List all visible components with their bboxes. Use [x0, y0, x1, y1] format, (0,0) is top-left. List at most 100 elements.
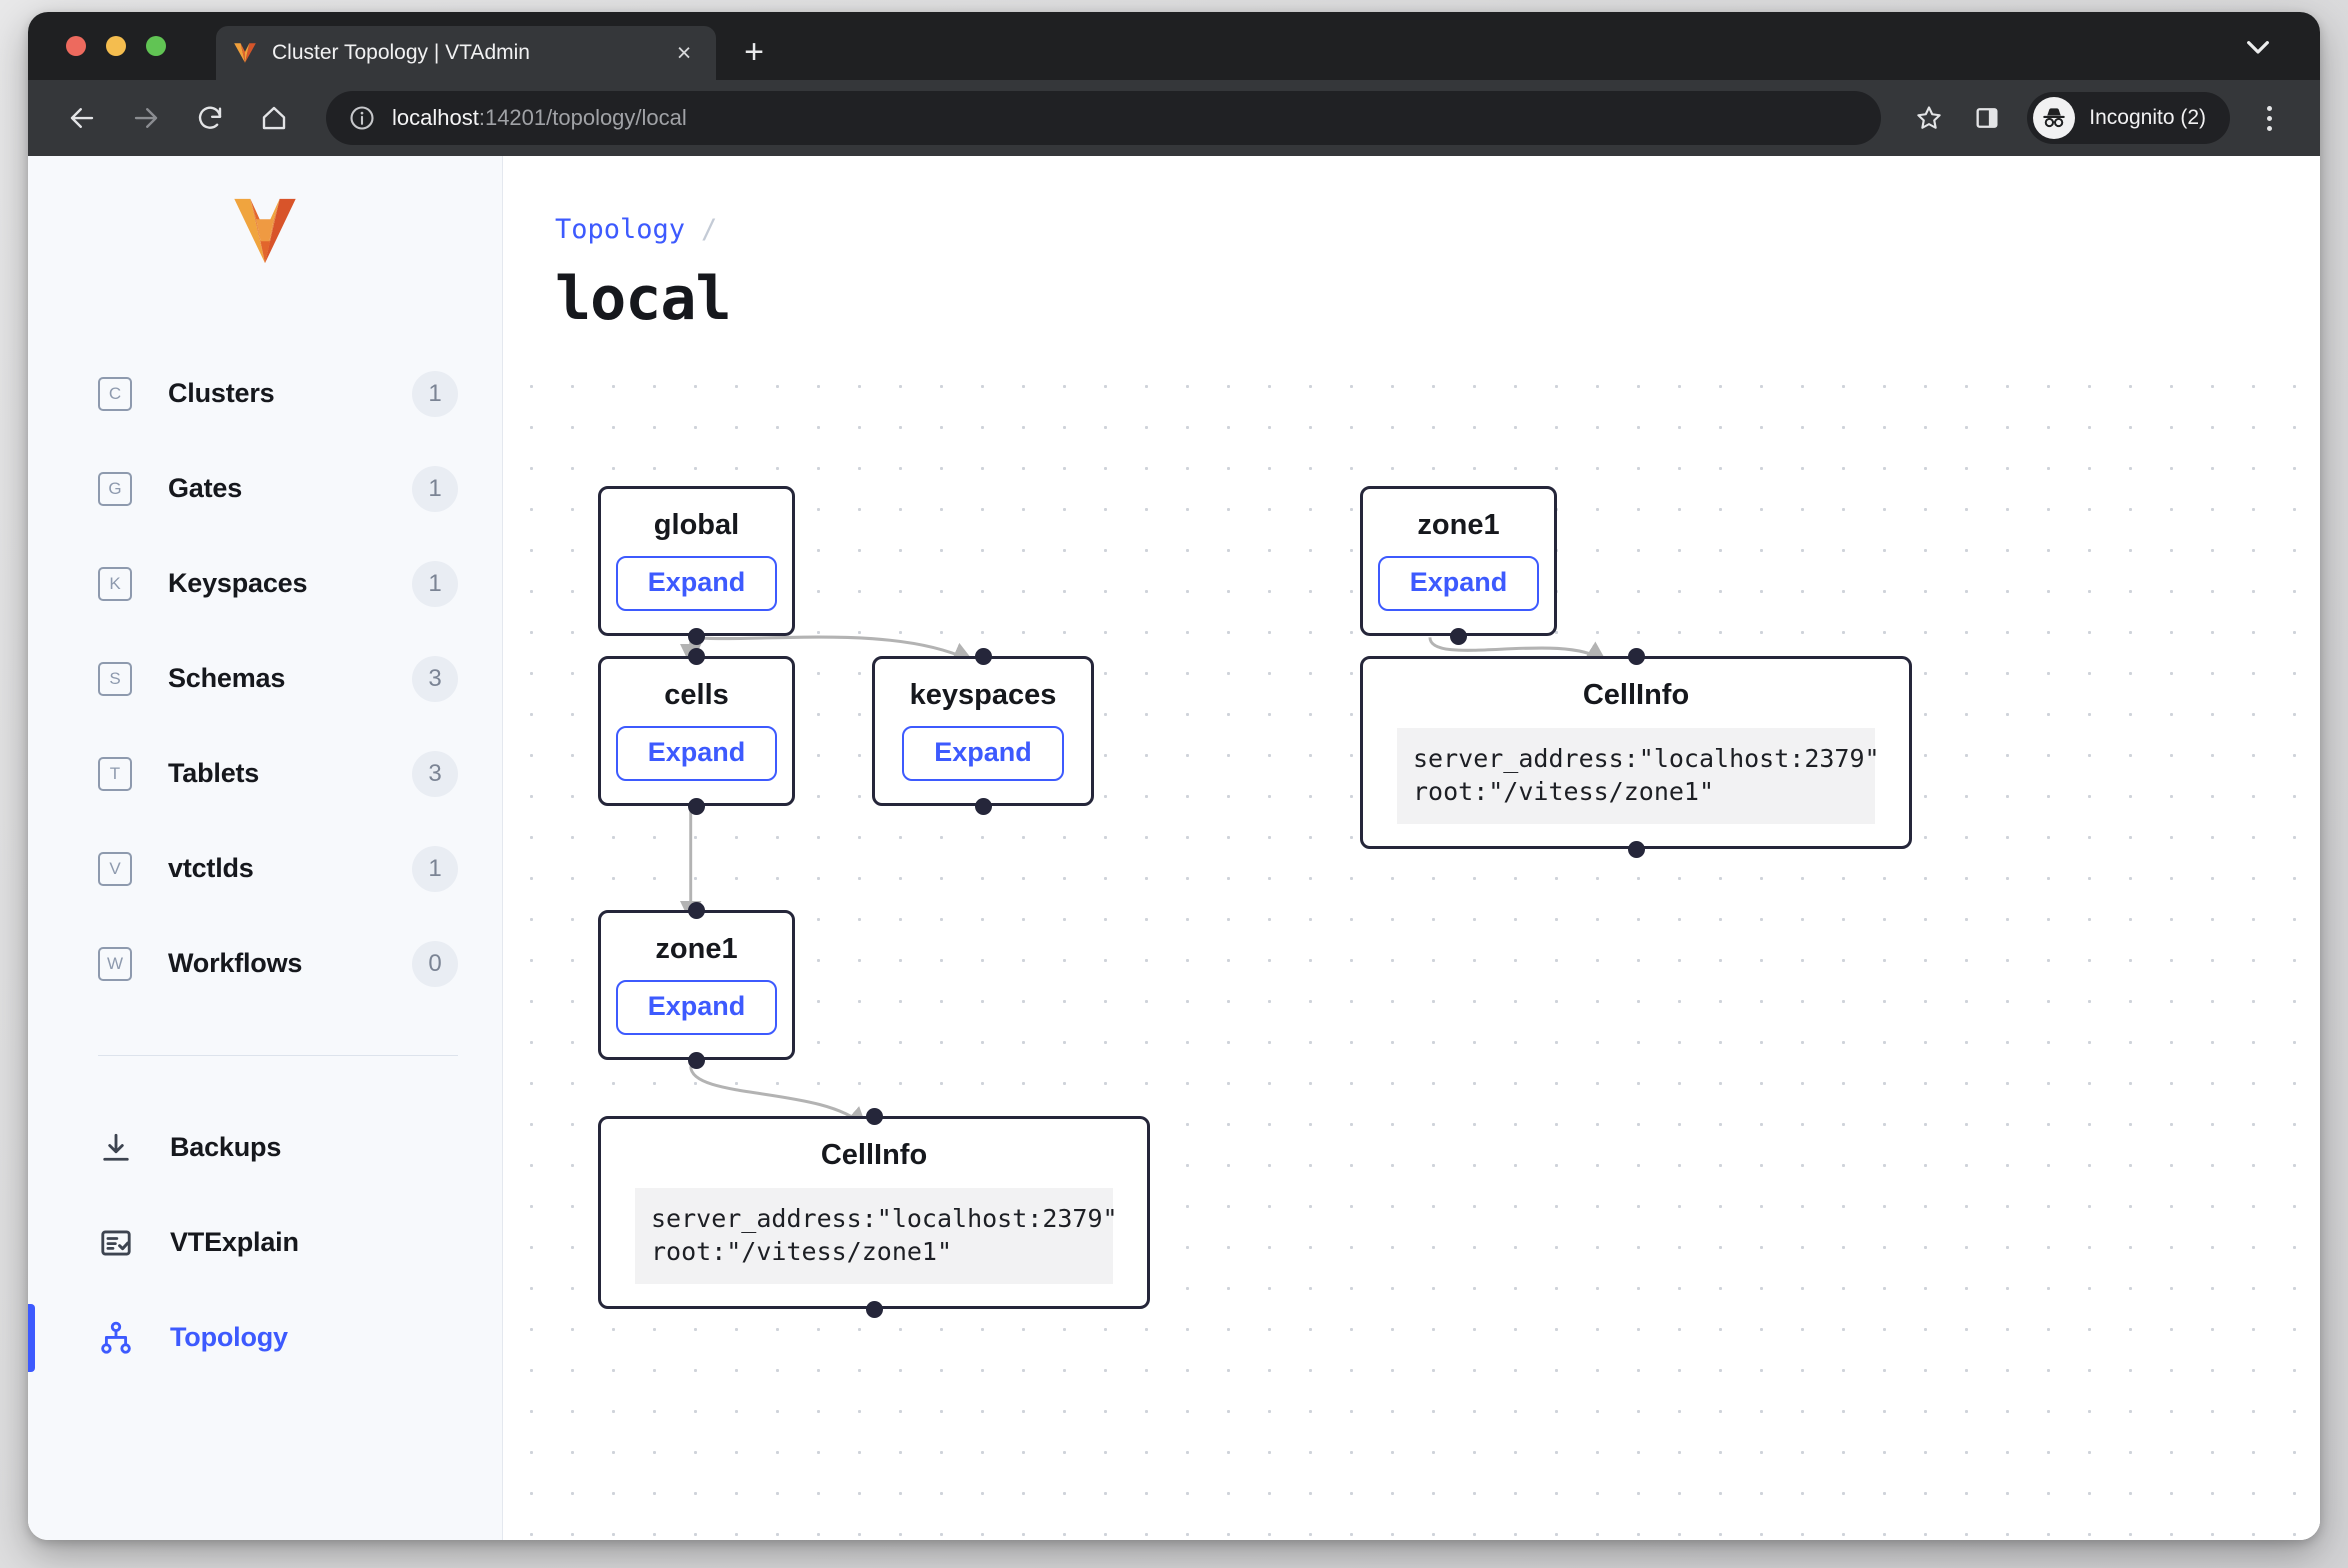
- sidebar-item-topology[interactable]: Topology: [28, 1290, 502, 1385]
- kebab-dot: [2266, 115, 2272, 121]
- close-window-button[interactable]: [66, 36, 86, 56]
- sidebar-item-vtexplain[interactable]: VTExplain: [28, 1195, 502, 1290]
- back-button[interactable]: [56, 92, 108, 144]
- gates-letter-icon: G: [98, 471, 132, 506]
- node-handle-top: [688, 647, 705, 665]
- download-icon: [103, 1133, 129, 1161]
- topology-node-zone1-left[interactable]: zone1 Expand: [598, 901, 795, 1069]
- page-title: local: [555, 264, 732, 334]
- toolbar-right: Incognito (2): [1903, 92, 2292, 144]
- sidebar-item-keyspaces[interactable]: K Keyspaces 1: [28, 536, 502, 631]
- sidebar-item-workflows[interactable]: W Workflows 0: [28, 916, 502, 1011]
- kebab-dot: [2266, 125, 2272, 131]
- sidebar-item-count: 1: [412, 560, 458, 607]
- bookmark-button[interactable]: [1903, 92, 1955, 144]
- browser-menu-button[interactable]: [2246, 92, 2292, 144]
- app-logo[interactable]: [28, 156, 502, 306]
- node-title: global: [653, 509, 740, 541]
- tab-title: Cluster Topology | VTAdmin: [272, 41, 530, 64]
- expand-button[interactable]: Expand: [615, 980, 778, 1036]
- node-handle-bottom: [974, 797, 992, 815]
- address-bar[interactable]: localhost:14201/topology/local: [326, 91, 1882, 145]
- sidebar-item-tablets[interactable]: T Tablets 3: [28, 726, 502, 821]
- sidebar-item-label: Tablets: [168, 758, 260, 788]
- clusters-letter-icon: C: [98, 376, 132, 411]
- expand-button[interactable]: Expand: [615, 726, 778, 782]
- node-handle-top: [688, 901, 705, 919]
- topology-node-cellinfo-bottom[interactable]: CellInfo server_address:"localhost:2379"…: [598, 1107, 1150, 1318]
- reload-button[interactable]: [184, 92, 236, 144]
- node-handle-bottom: [1627, 840, 1645, 858]
- home-button[interactable]: [248, 92, 300, 144]
- sidebar-item-count: 1: [412, 370, 458, 417]
- sidebar-item-label: Topology: [170, 1322, 288, 1352]
- sidebar-item-label: Clusters: [168, 378, 275, 408]
- edge-zone1right-cellinforight: [1428, 636, 1608, 664]
- node-handle-top: [865, 1107, 883, 1125]
- sidebar-divider: [98, 1055, 458, 1056]
- sidebar-item-count: 3: [412, 750, 458, 797]
- sidebar-item-vtctlds[interactable]: V vtctlds 1: [28, 821, 502, 916]
- sidebar-item-label: Gates: [168, 473, 243, 503]
- sidebar-item-clusters[interactable]: C Clusters 1: [28, 346, 502, 441]
- browser-toolbar: localhost:14201/topology/local: [28, 80, 2320, 156]
- new-tab-button[interactable]: +: [744, 33, 764, 71]
- minimize-window-button[interactable]: [106, 36, 126, 56]
- expand-button[interactable]: Expand: [902, 726, 1064, 782]
- sidebar-item-schemas[interactable]: S Schemas 3: [28, 631, 502, 726]
- forward-button[interactable]: [120, 92, 172, 144]
- sidebar-primary-nav: C Clusters 1 G Gates 1 K Keyspaces 1: [28, 306, 502, 1385]
- sidebar-item-label: Keyspaces: [168, 568, 308, 598]
- forward-arrow-icon: [134, 108, 158, 128]
- breadcrumb-separator: /: [701, 214, 718, 245]
- node-title: keyspaces: [909, 679, 1057, 711]
- close-tab-button[interactable]: ×: [676, 39, 692, 67]
- vitess-logo-icon: [234, 198, 296, 264]
- node-handle-bottom: [1450, 627, 1467, 645]
- side-panel-icon: [1976, 108, 1998, 128]
- node-handle-bottom: [688, 797, 705, 815]
- star-icon: [1917, 106, 1941, 129]
- node-title: CellInfo: [820, 1139, 928, 1171]
- sidebar-item-label: Workflows: [168, 948, 303, 978]
- sidebar-item-backups[interactable]: Backups: [28, 1100, 502, 1195]
- address-bar-text: localhost:14201/topology/local: [392, 105, 687, 131]
- sitemap-icon: [101, 1321, 131, 1354]
- cellinfo-code: server_address:"localhost:2379" root:"/v…: [635, 1188, 1118, 1285]
- topology-node-cells[interactable]: cells Expand: [598, 647, 795, 815]
- expand-button[interactable]: Expand: [1377, 556, 1540, 612]
- breadcrumb: Topology /: [555, 214, 717, 245]
- node-handle-bottom: [865, 1300, 883, 1318]
- sidebar-item-label: VTExplain: [170, 1227, 299, 1257]
- checklist-icon: [101, 1229, 131, 1256]
- node-title: zone1: [1417, 509, 1500, 541]
- breadcrumb-parent-link[interactable]: Topology: [555, 214, 686, 245]
- vtctlds-letter-icon: V: [98, 851, 132, 886]
- topology-graph[interactable]: global Expand cells Expand keyspaces Exp…: [503, 356, 2320, 1540]
- topology-node-zone1-right[interactable]: zone1 Expand: [1360, 486, 1557, 645]
- sidebar-item-gates[interactable]: G Gates 1: [28, 441, 502, 536]
- sidebar-item-count: 3: [412, 655, 458, 702]
- graph-edges: [679, 635, 1608, 1130]
- chevron-down-icon[interactable]: [2242, 38, 2274, 58]
- tablets-letter-icon: T: [98, 756, 132, 791]
- node-title: cells: [664, 679, 729, 711]
- side-panel-button[interactable]: [1961, 92, 2013, 144]
- sidebar-item-label: Backups: [170, 1132, 282, 1162]
- reload-icon: [198, 106, 222, 129]
- edge-zone1-cellinfo: [689, 1066, 868, 1130]
- node-handle-bottom: [688, 1051, 705, 1069]
- maximize-window-button[interactable]: [146, 36, 166, 56]
- profile-chip[interactable]: Incognito (2): [2027, 92, 2230, 144]
- info-icon[interactable]: [348, 104, 376, 132]
- topology-node-cellinfo-right[interactable]: CellInfo server_address:"localhost:2379"…: [1360, 647, 1912, 858]
- vitess-logo-icon: [234, 43, 256, 63]
- sidebar-item-label: Schemas: [168, 663, 286, 693]
- topology-node-global[interactable]: global Expand: [598, 486, 795, 645]
- topology-node-keyspaces[interactable]: keyspaces Expand: [872, 647, 1094, 815]
- incognito-icon: [2033, 97, 2076, 139]
- browser-tab[interactable]: Cluster Topology | VTAdmin ×: [216, 26, 716, 80]
- expand-button[interactable]: Expand: [615, 556, 778, 612]
- node-handle-bottom: [688, 627, 705, 645]
- url-path: :14201/topology/local: [478, 105, 687, 130]
